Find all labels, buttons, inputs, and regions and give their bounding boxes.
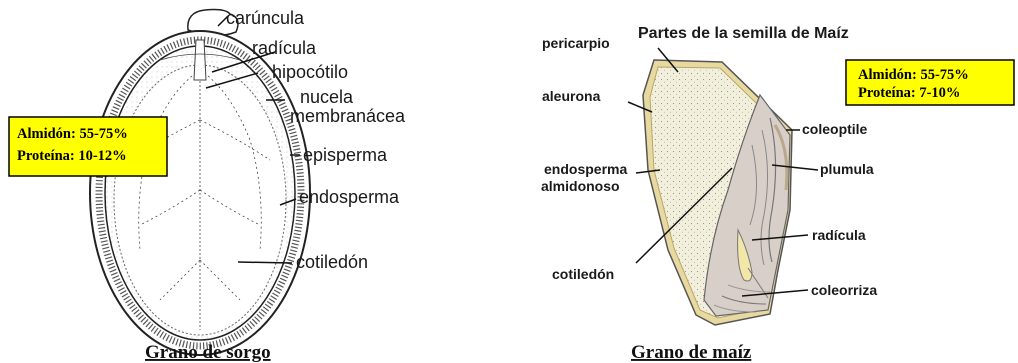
radicula-shape	[194, 40, 206, 80]
label-endosperma-maiz: endosperma	[544, 161, 627, 177]
label-plumula: plumula	[820, 161, 874, 177]
sorghum-info-box: Almidón: 55-75% Proteína: 10-12%	[9, 117, 167, 176]
label-endosperma-sorgo: endosperma	[299, 187, 400, 207]
label-coleorriza: coleorriza	[811, 282, 877, 298]
label-episperma: episperma	[303, 145, 388, 165]
label-pericarpio: pericarpio	[542, 35, 610, 51]
label-almidonoso: almidonoso	[541, 178, 620, 194]
label-membranacea: membranácea	[290, 106, 406, 126]
maiz-title: Partes de la semilla de Maíz	[638, 25, 849, 42]
label-caruncula: carúncula	[226, 8, 305, 28]
maiz-almidon: Almidón: 55-75%	[858, 67, 969, 83]
caption-maiz: Grano de maíz	[631, 342, 752, 363]
maize-info-box: Almidón: 55-75% Proteína: 7-10%	[846, 60, 1014, 105]
sorgo-proteina: Proteína: 10-12%	[17, 148, 127, 164]
caption-sorgo: Grano de sorgo	[145, 342, 271, 363]
maize-grain-drawing	[643, 60, 792, 325]
label-nucela: nucela	[300, 87, 354, 107]
label-cotiledon-sorgo: cotiledón	[296, 252, 368, 272]
label-radicula-maiz: radícula	[812, 227, 866, 243]
label-radicula-sorgo: radícula	[252, 38, 317, 58]
sorgo-almidon: Almidón: 55-75%	[17, 126, 128, 142]
maiz-proteina: Proteína: 7-10%	[858, 85, 960, 101]
label-hipocotilo: hipocótilo	[272, 62, 348, 82]
label-cotiledon-maiz: cotiledón	[552, 266, 614, 282]
label-coleoptile: coleoptile	[802, 121, 868, 137]
label-aleurona: aleurona	[542, 88, 601, 104]
